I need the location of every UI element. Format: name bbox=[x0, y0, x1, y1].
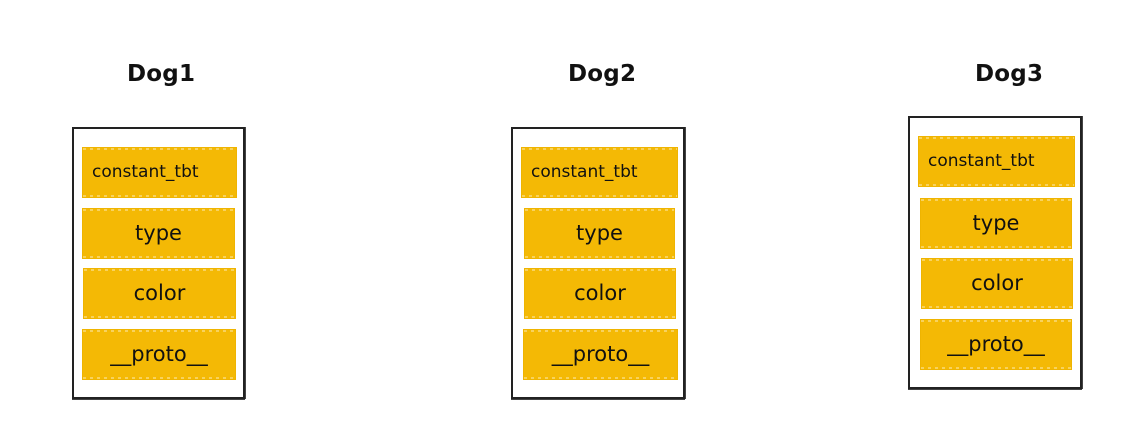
field-label-proto-dog2: __proto__ bbox=[551, 342, 650, 366]
field-label-type-dog3: type bbox=[972, 211, 1020, 235]
field-color-dog2: color bbox=[524, 268, 676, 319]
field-constant-tbt-dog2: constant_tbt bbox=[521, 147, 678, 198]
field-label-proto-dog1: __proto__ bbox=[110, 342, 208, 366]
field-proto-dog3: __proto__ bbox=[920, 319, 1072, 370]
field-label-constant-tbt-dog2: constant_tbt bbox=[531, 162, 638, 182]
field-proto-dog1: __proto__ bbox=[82, 329, 236, 380]
object-title-dog1: Dog1 bbox=[127, 61, 196, 87]
object-title-dog3: Dog3 bbox=[975, 61, 1044, 87]
object-card-dog1: constant_tbt type color __proto__ bbox=[72, 127, 245, 399]
field-label-color-dog2: color bbox=[574, 281, 626, 305]
field-label-type-dog2: type bbox=[576, 221, 623, 245]
field-label-color-dog3: color bbox=[971, 271, 1023, 295]
field-constant-tbt-dog1: constant_tbt bbox=[82, 147, 237, 198]
object-title-dog2: Dog2 bbox=[568, 61, 637, 87]
field-label-color-dog1: color bbox=[133, 281, 186, 305]
field-proto-dog2: __proto__ bbox=[523, 329, 678, 380]
field-type-dog2: type bbox=[524, 208, 675, 259]
field-label-type-dog1: type bbox=[135, 221, 182, 245]
field-color-dog3: color bbox=[921, 258, 1073, 309]
field-constant-tbt-dog3: constant_tbt bbox=[918, 136, 1075, 187]
field-type-dog3: type bbox=[920, 198, 1072, 249]
field-color-dog1: color bbox=[83, 268, 236, 319]
field-label-constant-tbt-dog1: constant_tbt bbox=[92, 162, 199, 182]
object-card-dog3: constant_tbt type color __proto__ bbox=[908, 116, 1082, 389]
object-card-dog2: constant_tbt type color __proto__ bbox=[511, 127, 685, 399]
field-label-proto-dog3: __proto__ bbox=[947, 332, 1045, 356]
field-type-dog1: type bbox=[82, 208, 235, 259]
field-label-constant-tbt-dog3: constant_tbt bbox=[928, 151, 1035, 171]
